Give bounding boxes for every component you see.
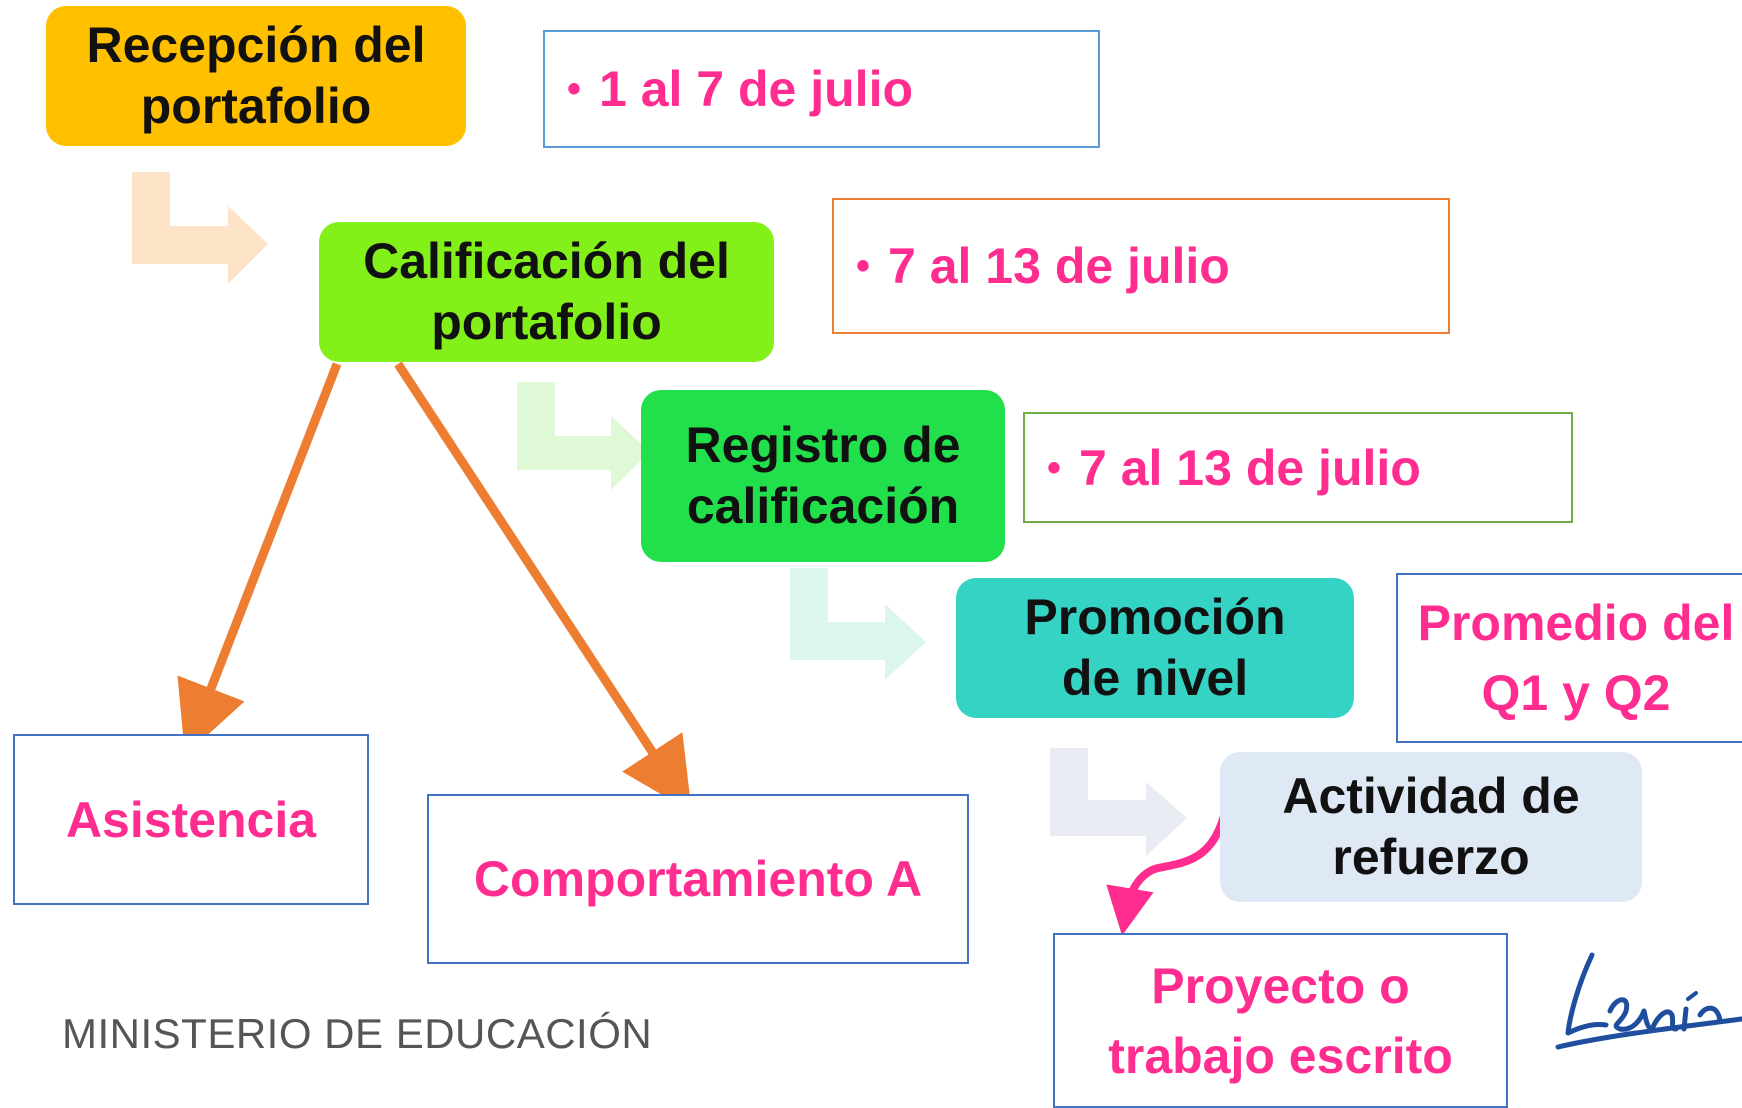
arrow-to-comportamiento: [394, 361, 692, 813]
detail-asistencia-text: Asistencia: [65, 791, 317, 848]
bullet-icon: •: [567, 67, 582, 111]
step-registro: Registro de calificación: [641, 390, 1005, 562]
step-calificacion: Calificación del portafolio: [319, 222, 774, 362]
step-recepcion-label: Recepción del portafolio: [86, 17, 426, 134]
arrow-to-asistencia: [177, 362, 342, 756]
detail-calificacion-text: 7 al 13 de julio: [888, 238, 1230, 294]
step-calificacion-label: Calificación del portafolio: [363, 233, 730, 350]
signature-logo: [1540, 925, 1742, 1065]
step-promocion: Promoción de nivel: [956, 578, 1354, 718]
detail-recepcion-text: 1 al 7 de julio: [599, 61, 914, 117]
detail-proyecto-text: Proyecto o trabajo escrito: [1108, 957, 1453, 1084]
bent-arrow-4: [1050, 748, 1187, 856]
ministry-logo-text: MINISTERIO DE EDUCACIÓN: [62, 1010, 653, 1057]
arrow-to-proyecto: [1106, 797, 1232, 936]
bullet-icon: •: [1047, 445, 1062, 490]
step-actividad: Actividad de refuerzo: [1220, 752, 1642, 902]
detail-registro-dates: • 7 al 13 de julio: [1023, 412, 1573, 523]
step-registro-label: Registro de calificación: [685, 417, 961, 534]
detail-promocion-text: Promedio del Q1 y Q2: [1417, 595, 1735, 721]
bent-arrow-1: [132, 172, 268, 284]
detail-comportamiento: Comportamiento A: [427, 794, 969, 964]
bent-arrow-2: [517, 382, 650, 490]
detail-calificacion-dates: • 7 al 13 de julio: [832, 198, 1450, 334]
step-actividad-label: Actividad de refuerzo: [1282, 768, 1580, 885]
signature-mark: [1555, 952, 1742, 1050]
detail-asistencia: Asistencia: [13, 734, 369, 905]
step-recepcion: Recepción del portafolio: [46, 6, 466, 146]
detail-registro-text: 7 al 13 de julio: [1079, 439, 1421, 496]
detail-proyecto: Proyecto o trabajo escrito: [1053, 933, 1508, 1108]
bent-arrow-3: [790, 568, 926, 680]
detail-promocion: Promedio del Q1 y Q2: [1396, 573, 1742, 743]
bullet-icon: •: [856, 244, 871, 288]
detail-comportamiento-text: Comportamiento A: [473, 851, 923, 907]
detail-recepcion-dates: • 1 al 7 de julio: [543, 30, 1100, 148]
step-promocion-label: Promoción de nivel: [1024, 589, 1286, 706]
